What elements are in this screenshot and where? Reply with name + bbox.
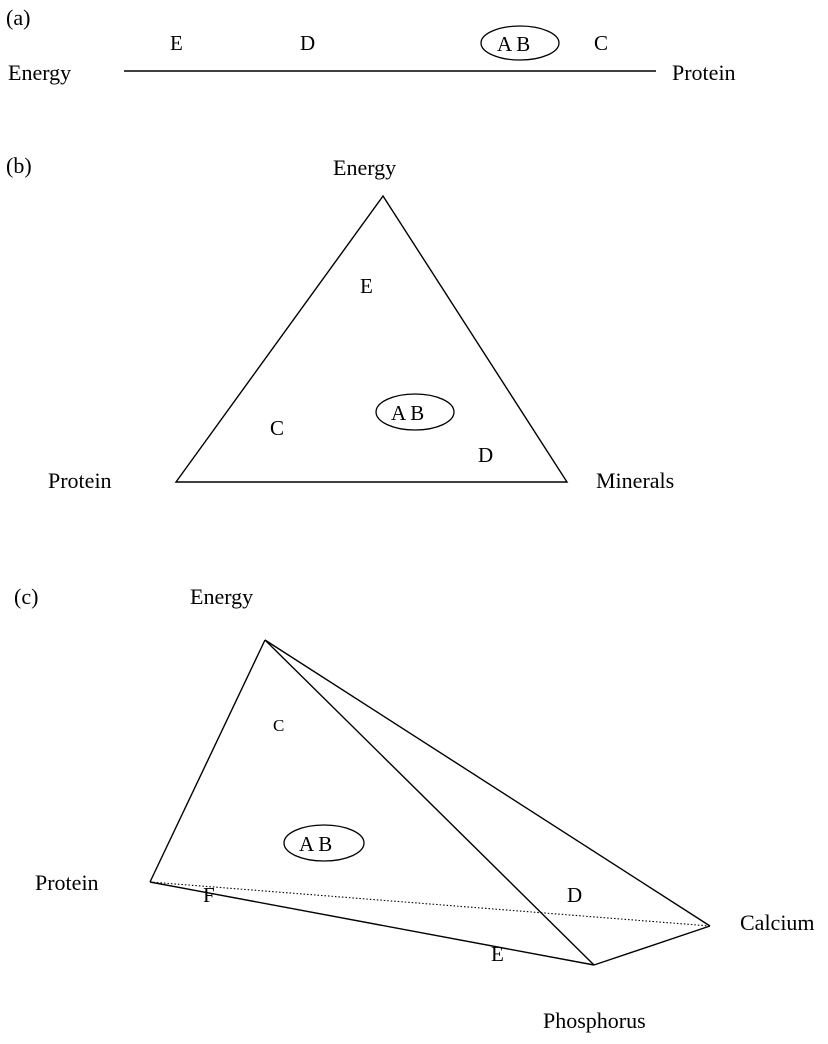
panel-c-edge-protein-calcium-hidden bbox=[149, 881, 711, 927]
panel-a-point-c: C bbox=[594, 31, 608, 55]
panel-c-point-ab: A B bbox=[299, 832, 332, 856]
panel-c-edge-energy-calcium bbox=[264, 639, 711, 927]
panel-a-point-e: E bbox=[170, 31, 183, 55]
panel-b-point-c: C bbox=[270, 416, 284, 440]
panel-c-vertex-phosphorus: Phosphorus bbox=[543, 1008, 646, 1033]
panel-c-vertex-protein: Protein bbox=[35, 870, 99, 895]
panel-c-edge-protein-phosphorus bbox=[149, 881, 595, 966]
panel-a-label: (a) bbox=[6, 5, 30, 30]
panel-b-vertex-energy: Energy bbox=[333, 155, 396, 180]
panel-c-vertex-energy: Energy bbox=[190, 584, 253, 609]
panel-c-edge-energy-phosphorus bbox=[264, 639, 595, 966]
panel-a-axis-protein: Protein bbox=[672, 60, 736, 85]
panel-b-vertex-minerals: Minerals bbox=[596, 468, 674, 493]
panel-b-label: (b) bbox=[6, 153, 32, 178]
panel-a-axis-energy: Energy bbox=[8, 60, 71, 85]
panel-c-label: (c) bbox=[14, 584, 38, 609]
panel-a: (a) Energy Protein E D A B C bbox=[6, 5, 736, 85]
panel-a-point-d: D bbox=[300, 31, 315, 55]
panel-b-ab-oval bbox=[375, 393, 455, 431]
panel-b-point-d: D bbox=[478, 443, 493, 467]
panel-c-point-d: D bbox=[567, 883, 582, 907]
panel-c-edge-energy-protein bbox=[149, 639, 266, 883]
panel-b-triangle bbox=[174, 194, 569, 483]
panel-b-point-e: E bbox=[360, 274, 373, 298]
panel-c-vertex-calcium: Calcium bbox=[740, 910, 815, 935]
panel-a-ab-oval bbox=[480, 25, 560, 61]
panel-a-point-ab: A B bbox=[497, 32, 530, 56]
panel-c: (c) Energy Protein Calcium Phosphorus C … bbox=[14, 584, 815, 1033]
panel-c-point-f: F bbox=[203, 883, 215, 907]
panel-c-point-c: C bbox=[273, 716, 284, 735]
panel-c-point-e: E bbox=[491, 942, 504, 966]
panel-c-edge-phosphorus-calcium bbox=[593, 925, 711, 966]
panel-b: (b) Energy Protein Minerals E C A B D bbox=[6, 153, 674, 493]
panel-b-point-ab: A B bbox=[391, 401, 424, 425]
panel-b-vertex-protein: Protein bbox=[48, 468, 112, 493]
panel-c-ab-oval bbox=[283, 824, 365, 862]
